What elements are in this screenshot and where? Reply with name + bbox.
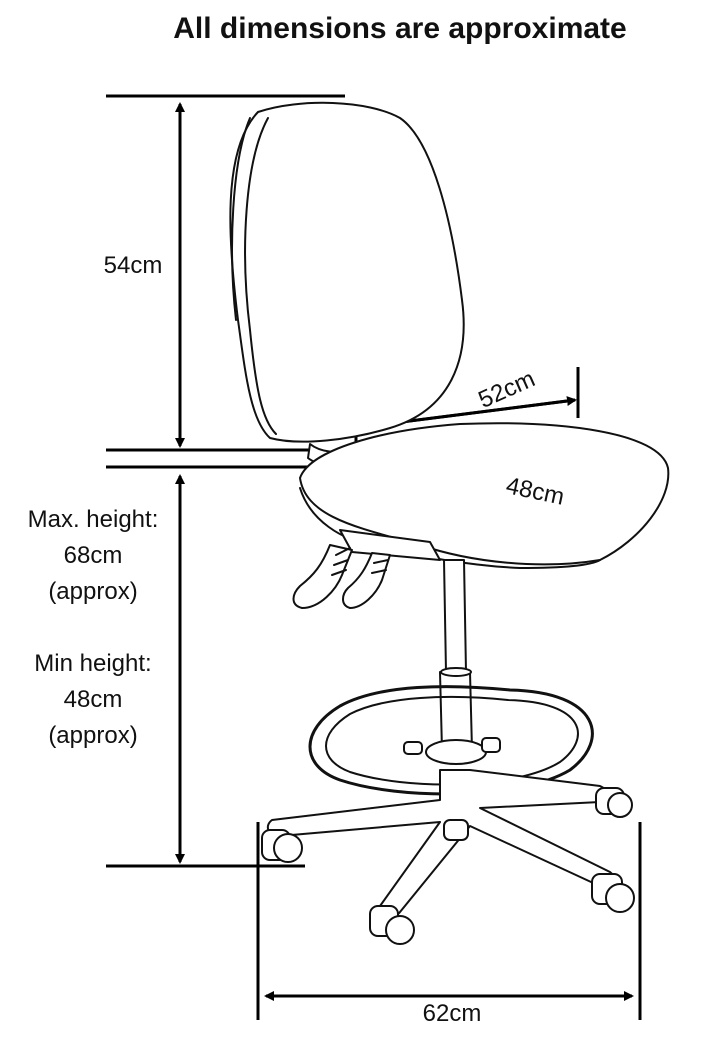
max-height-block: Max. height: 68cm (approx) — [8, 502, 178, 610]
gas-column — [443, 559, 467, 673]
page-title: All dimensions are approximate — [173, 12, 627, 45]
base — [266, 769, 617, 918]
lever-right — [342, 552, 391, 609]
min-height-note: (approx) — [48, 722, 138, 749]
max-height-note: (approx) — [48, 578, 138, 605]
min-height-block: Min height: 48cm (approx) — [8, 646, 178, 754]
backrest-height-label: 54cm — [103, 252, 163, 279]
max-height-label: Max. height: — [27, 506, 159, 533]
foot-ring — [308, 685, 594, 796]
backrest — [229, 101, 465, 443]
min-height-label: Min height: — [34, 650, 152, 677]
base-width-label: 62cm — [422, 1000, 482, 1027]
chair-drawing — [229, 101, 670, 945]
lever-left — [292, 544, 353, 609]
min-height-value: 48cm — [63, 686, 123, 713]
max-height-value: 68cm — [63, 542, 123, 569]
casters — [261, 787, 635, 945]
